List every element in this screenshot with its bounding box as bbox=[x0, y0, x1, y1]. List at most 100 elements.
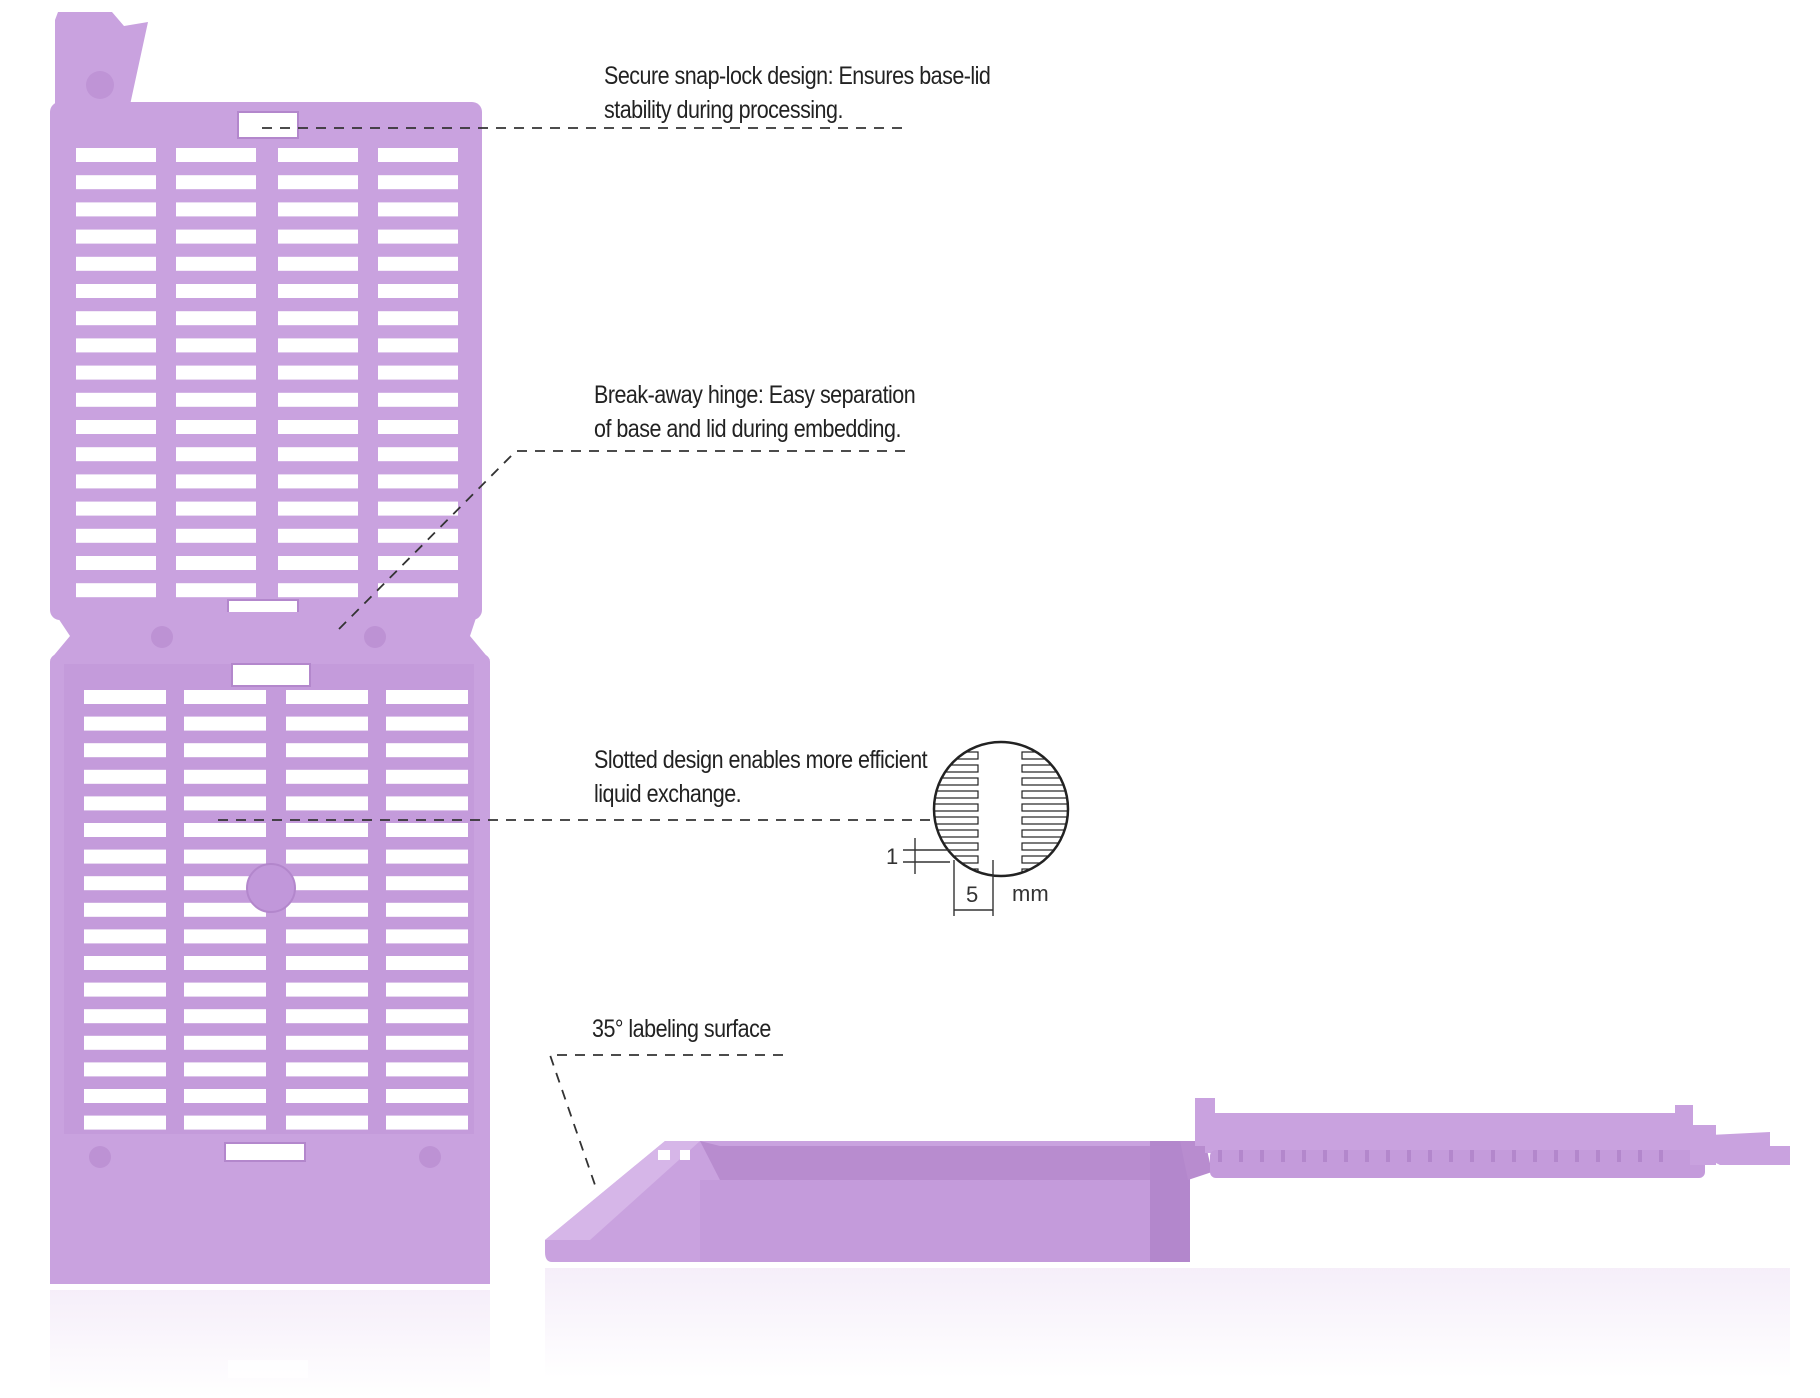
slot bbox=[176, 284, 256, 298]
slot bbox=[76, 202, 156, 217]
lid-frame bbox=[50, 102, 482, 620]
slot bbox=[184, 1089, 266, 1103]
lid-snap-clip bbox=[237, 111, 299, 139]
slot bbox=[84, 769, 166, 784]
side-label-notch-2 bbox=[680, 1150, 690, 1160]
slot bbox=[76, 175, 156, 190]
lid-tooth bbox=[1323, 1150, 1327, 1162]
slot bbox=[378, 556, 458, 570]
lid-tooth bbox=[1638, 1150, 1642, 1162]
leader-hinge bbox=[335, 450, 905, 633]
slot bbox=[378, 528, 458, 543]
dim-label-unit: mm bbox=[1012, 881, 1049, 906]
lid-tooth bbox=[1533, 1150, 1537, 1162]
slot bbox=[84, 1115, 166, 1130]
slot bbox=[184, 1035, 266, 1050]
dim-label-length: 5 bbox=[966, 882, 978, 907]
base-front-clip bbox=[224, 1142, 306, 1162]
base-center-boss bbox=[246, 863, 296, 913]
slot bbox=[84, 849, 166, 864]
callout-snap-lock: Secure snap-lock design: Ensures base-li… bbox=[604, 59, 991, 127]
slot bbox=[278, 420, 358, 434]
side-cassette-reflection bbox=[545, 1268, 1790, 1378]
slot bbox=[176, 256, 256, 271]
leader-lines bbox=[218, 127, 935, 1186]
lid-tooth bbox=[1659, 1150, 1663, 1162]
slot bbox=[176, 583, 256, 598]
slot bbox=[176, 175, 256, 190]
lid-tab-dot bbox=[86, 71, 114, 99]
slot bbox=[378, 583, 458, 598]
slot bbox=[184, 769, 266, 784]
slot bbox=[176, 229, 256, 244]
lid-tooth bbox=[1281, 1150, 1285, 1162]
callout-snap-lock-line1: Secure snap-lock design: Ensures base-li… bbox=[604, 62, 991, 90]
slot bbox=[278, 501, 358, 516]
callout-snap-lock-line2: stability during processing. bbox=[604, 96, 843, 124]
slot bbox=[386, 1089, 468, 1103]
slot bbox=[84, 956, 166, 970]
slot bbox=[84, 876, 166, 891]
detail-slot bbox=[1021, 816, 1068, 825]
slot bbox=[76, 311, 156, 326]
slot bbox=[286, 902, 368, 917]
slot bbox=[378, 284, 458, 298]
side-lid-rail bbox=[1210, 1150, 1705, 1178]
callout-slotted: Slotted design enables more efficient li… bbox=[594, 743, 928, 811]
slot bbox=[184, 929, 266, 944]
slot bbox=[378, 365, 458, 380]
lid-slot-grid bbox=[76, 148, 458, 598]
base-dot-right bbox=[419, 1146, 441, 1168]
slot bbox=[76, 148, 156, 162]
slot bbox=[76, 556, 156, 570]
side-lid-nub bbox=[1710, 1132, 1790, 1165]
slot bbox=[378, 447, 458, 462]
slot bbox=[76, 229, 156, 244]
lid-tooth bbox=[1554, 1150, 1558, 1162]
slot bbox=[84, 1035, 166, 1050]
slot bbox=[286, 876, 368, 891]
lid-tooth bbox=[1491, 1150, 1495, 1162]
slot bbox=[76, 528, 156, 543]
lid-tooth bbox=[1512, 1150, 1516, 1162]
slot bbox=[184, 716, 266, 731]
slot bbox=[286, 823, 368, 837]
slot bbox=[184, 956, 266, 970]
slot bbox=[386, 1009, 468, 1024]
side-lid-teeth bbox=[1218, 1150, 1663, 1162]
slot bbox=[76, 447, 156, 462]
slot bbox=[278, 175, 358, 190]
side-base-shadow bbox=[1150, 1141, 1190, 1262]
lid-tooth bbox=[1428, 1150, 1432, 1162]
slot bbox=[184, 796, 266, 811]
side-hinge bbox=[1180, 1141, 1212, 1180]
reflection-clip bbox=[228, 1360, 308, 1378]
lid-tooth bbox=[1575, 1150, 1579, 1162]
callout-labeling: 35° labeling surface bbox=[592, 1012, 771, 1046]
open-cassette bbox=[50, 12, 490, 1398]
side-base-cavity bbox=[700, 1141, 1160, 1180]
slot bbox=[278, 392, 358, 407]
slot bbox=[378, 311, 458, 326]
hinge-dot-right bbox=[364, 626, 386, 648]
slot bbox=[378, 148, 458, 162]
slot bbox=[84, 902, 166, 917]
slot bbox=[84, 929, 166, 944]
slot bbox=[176, 420, 256, 434]
slot bbox=[378, 474, 458, 489]
base-snap-slot bbox=[231, 663, 311, 687]
slot bbox=[386, 876, 468, 891]
slot bbox=[378, 229, 458, 244]
slot bbox=[278, 311, 358, 326]
callout-slotted-line1: Slotted design enables more efficient bbox=[594, 746, 928, 774]
detail-dimension-lines bbox=[903, 838, 994, 916]
detail-slot bbox=[1021, 777, 1068, 786]
callout-hinge-line2: of base and lid during embedding. bbox=[594, 415, 901, 443]
slot bbox=[84, 982, 166, 997]
slot bbox=[278, 256, 358, 271]
lid-tooth bbox=[1365, 1150, 1369, 1162]
slot bbox=[278, 338, 358, 353]
slot bbox=[386, 1115, 468, 1130]
cassette-base bbox=[50, 654, 490, 1284]
detail-slot bbox=[934, 751, 979, 760]
